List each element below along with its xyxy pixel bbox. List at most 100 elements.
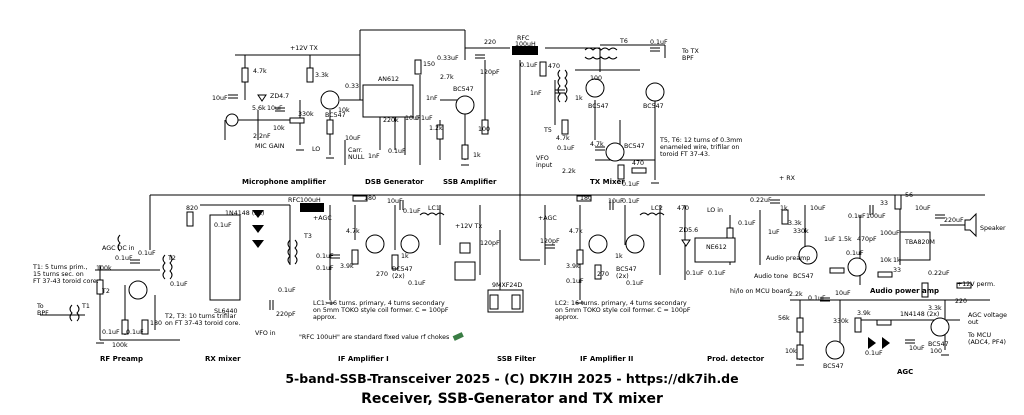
label-agc-dc: AGC DC in (102, 245, 134, 252)
label-c-01uf-p: 0.1uF (566, 278, 584, 285)
label-c-1nf-a: 1nF (368, 153, 380, 160)
note-rfc: "RFC 100uH" are standard fixed value rf … (299, 334, 449, 341)
label-zd56: ZD5.6 (679, 227, 698, 234)
label-to-tx-2: BPF (682, 55, 694, 62)
label-12v-tx: +12V Tx (455, 223, 482, 230)
label-c-01uf-d: 0.1uF (557, 145, 575, 152)
label-c-01uf-r: 0.1uF (626, 280, 644, 287)
label-r-820: 820 (186, 205, 198, 212)
label-bc547-txm2: BC547 (643, 103, 664, 110)
label-c-470pf: 470pF (857, 236, 877, 243)
label-r-56k-a: 5.6k (252, 105, 266, 112)
label-r-47k-d: 4.7k (346, 228, 360, 235)
label-sl6440: SL6440 (214, 308, 238, 315)
section-dsb-gen: DSB Generator (365, 178, 424, 186)
label-agc-plus-2: +AGC (538, 215, 557, 222)
label-r-100-c: 100 (930, 348, 942, 355)
label-to-bpf-2: BPF (37, 310, 49, 317)
label-audio-tone-1: Audio tone (754, 273, 788, 280)
label-r-220-a: 220 (484, 39, 496, 46)
label-c-01uf-m: 0.1uF (316, 265, 334, 272)
label-null: NULL (348, 154, 365, 161)
page-subtitle: Receiver, SSB-Generator and TX mixer (361, 391, 663, 407)
label-r-220-b: 220 (955, 298, 967, 305)
label-bc547-mic: BC547 (325, 112, 346, 119)
label-c-10uf-i: 10uF (909, 345, 925, 352)
label-r-39k-b: 3.9k (566, 263, 580, 270)
section-ssb-amp: SSB Amplifier (443, 178, 497, 186)
label-bc547-ssb: BC547 (453, 86, 474, 93)
label-r-330k-c: 330k (833, 318, 849, 325)
label-rfc-top-val: 100uH (515, 41, 536, 48)
label-carr: Carr. (348, 147, 363, 154)
label-bc547-txm3: BC547 (624, 143, 645, 150)
label-rfc-mid-val: 100uH (300, 197, 321, 204)
label-c-22nf-a: 2.2nF (253, 133, 271, 140)
label-r-470-a: 470 (548, 63, 560, 70)
label-lo-in: LO in (707, 207, 723, 214)
label-filter: 9MXF24D (492, 282, 522, 289)
label-c-220uf: 220uF (944, 217, 964, 224)
label-lc1: LC1 (428, 205, 440, 212)
label-bc547-if2-1: BC547 (616, 266, 637, 273)
label-c-01uf-j: 0.1uF (214, 222, 232, 229)
label-rfc-mid: RFC (288, 197, 301, 204)
label-r-100k-b: 100k (112, 342, 128, 349)
label-c-01uf-h: 0.1uF (138, 250, 156, 257)
label-r-470-c: 470 (677, 205, 689, 212)
label-c-01uf-aa: 0.1uF (126, 329, 144, 336)
label-c-01uf-v: 0.1uF (848, 213, 866, 220)
label-c-01uf-k: 0.1uF (278, 287, 296, 294)
label-r-1k-a: 1k (473, 152, 481, 159)
note-t1-3: FT 37-43 toroid core. (33, 278, 99, 285)
label-r-330k-b: 330k (793, 228, 809, 235)
label-r-270-b: 270 (597, 271, 609, 278)
label-c-01uf-l: 0.1uF (316, 253, 334, 260)
label-to-mcu-2: (ADC4, PF4) (968, 339, 1006, 346)
label-r-330k-a: 330k (298, 111, 314, 118)
label-r-47k-a: 4.7k (253, 68, 267, 75)
label-c-01uf-w: 0.1uF (846, 250, 864, 257)
label-diode-2x: 1N4148 (2x) (900, 311, 939, 318)
label-c-100uf-b: 100uF (880, 230, 900, 237)
label-r-180-a: 180 (364, 195, 376, 202)
bottom-wiring (40, 194, 990, 360)
label-c-022uf: 0.22uF (750, 197, 772, 204)
label-an612: AN612 (378, 76, 399, 83)
note-lc1-2: on 5mm TOKO style coil former. C = 100pF (313, 307, 449, 314)
label-audio-tone-2: hi/lo on MCU board (730, 288, 790, 295)
label-rfc-top: RFC (517, 35, 530, 42)
label-r-180-b: 180 (580, 195, 592, 202)
label-t5: T5 (543, 127, 552, 134)
label-r-1k-b: 1k (575, 95, 583, 102)
section-if-amp1: IF Amplifier I (338, 355, 389, 363)
label-c-100uf-a: 100uF (866, 213, 886, 220)
note-lc1-1: LC1: 16 turns. primary, 4 turns secondar… (313, 300, 445, 307)
label-c-01uf-n: 0.1uF (403, 208, 421, 215)
label-to-tx-1: To TX (681, 48, 699, 55)
label-r-39k-c: 3.9k (857, 310, 871, 317)
section-if-amp2: IF Amplifier II (580, 355, 633, 363)
label-r-33k-b: 3.3k (788, 220, 802, 227)
label-r-10k-b: 10k (338, 107, 350, 114)
label-bc547-if2-2: (2x) (616, 273, 629, 280)
note-t5t6-1: T5, T6: 12 turns of 0.3mm (659, 137, 742, 144)
label-mic-gain: MIC GAIN (255, 143, 285, 150)
label-agc-out-1: AGC voltage (968, 312, 1007, 319)
labels: +12V TX 4.7k 3.3k ZD4.7 10uF 5.6k 10uF 3… (32, 35, 1007, 407)
label-r-100-b: 100 (590, 75, 602, 82)
label-r-33k-a: 3.3k (315, 72, 329, 79)
label-bc547-agc: BC547 (928, 341, 949, 348)
label-c-10uf-a: 10uF (212, 95, 228, 102)
label-c-120pf-a: 120pF (480, 69, 500, 76)
label-c-01uf-x: 0.1uF (808, 295, 826, 302)
label-r-39k-a: 3.9k (340, 263, 354, 270)
note-t1-2: 15 turns sec. on (33, 271, 84, 278)
label-c-1nf-c: 1nF (530, 90, 542, 97)
section-agc: AGC (897, 368, 913, 376)
label-c-220pf: 220pF (276, 311, 296, 318)
label-tx-12v: +12V TX (290, 45, 318, 52)
label-c-10uf-h: 10uF (915, 205, 931, 212)
label-r-22k: 2.2k (562, 168, 576, 175)
